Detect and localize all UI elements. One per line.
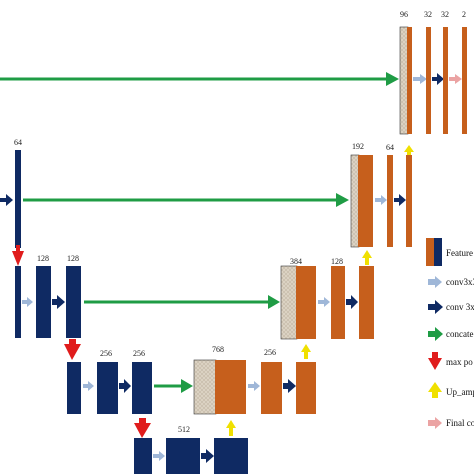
decoder-block-level3 <box>359 266 374 339</box>
channel-label: 32 <box>441 10 449 19</box>
conv1x1-arrow <box>0 194 13 206</box>
legend-upsample-label: Up_amp <box>446 387 474 397</box>
skip-connection-level3 <box>84 295 280 309</box>
conv1x1-arrow <box>432 73 444 85</box>
legend-feature-swatch <box>426 238 435 266</box>
channel-label: 96 <box>400 10 408 19</box>
legend: Feature conv3x3 conv 3x concate max po U… <box>426 238 474 429</box>
upsample-arrow <box>301 344 311 359</box>
output-block <box>462 27 467 134</box>
maxpool-arrow <box>134 418 151 438</box>
conv3x3-arrow <box>318 297 330 307</box>
encoder-block-level3 <box>66 266 81 338</box>
conv1x1-arrow <box>119 379 131 393</box>
conv1x1-arrow <box>394 194 406 206</box>
decoder-block-level4 <box>296 362 316 414</box>
encoder-block-level2 <box>15 150 21 248</box>
encoder-block-level3 <box>15 266 21 338</box>
legend-concat-icon <box>428 327 443 341</box>
concat-block-level3 <box>280 265 298 340</box>
encoder-block-level5 <box>134 438 152 474</box>
concat-block-level4 <box>193 359 217 415</box>
upsample-arrow <box>362 250 372 265</box>
legend-final-conv-icon <box>428 417 442 429</box>
channel-label: 2 <box>462 10 466 19</box>
decoder-block-level1 <box>443 27 448 134</box>
legend-feature-swatch <box>434 238 442 266</box>
skip-connection-level4 <box>154 379 193 393</box>
legend-concat-label: concate <box>446 329 473 339</box>
channel-label: 384 <box>290 257 302 266</box>
conv3x3-arrow <box>83 381 94 391</box>
decoder-block-level2 <box>387 155 393 247</box>
channel-label: 128 <box>331 257 343 266</box>
decoder-block-level2 <box>406 155 412 247</box>
conv1x1-arrow <box>52 295 65 309</box>
decoder-block-level3 <box>296 266 316 339</box>
channel-label: 32 <box>424 10 432 19</box>
encoder-block-level4 <box>132 362 152 414</box>
conv3x3-arrow <box>413 74 427 84</box>
channel-label: 64 <box>386 143 394 152</box>
decoder-block-level1 <box>407 27 412 134</box>
encoder-block-level5 <box>214 438 248 474</box>
channel-label: 512 <box>178 425 190 434</box>
legend-feature-label: Feature <box>446 248 473 258</box>
decoder-block-level4 <box>261 362 282 414</box>
concat-block-level2 <box>350 154 360 248</box>
channel-label: 256 <box>264 348 276 357</box>
decoder-block-level4 <box>215 360 246 414</box>
legend-maxpool-label: max po <box>446 357 473 367</box>
conv3x3-arrow <box>248 381 260 391</box>
conv1x1-arrow <box>346 295 358 309</box>
encoder-block-level4 <box>97 362 118 414</box>
skip-connection-level2 <box>23 193 349 207</box>
conv3x3-arrow <box>153 451 165 461</box>
legend-upsample-icon <box>428 382 442 398</box>
channel-label: 256 <box>133 349 145 358</box>
maxpool-arrow <box>12 245 24 266</box>
upsample-arrow <box>404 145 414 158</box>
final-conv-arrow <box>449 74 462 84</box>
conv1x1-arrow <box>283 379 296 393</box>
channel-label: 128 <box>67 254 79 263</box>
conv1x1-arrow <box>201 449 214 463</box>
maxpool-arrow <box>64 339 81 360</box>
concat-block-level1 <box>399 26 409 135</box>
channel-label: 256 <box>100 349 112 358</box>
upsample-arrow <box>226 420 236 436</box>
encoder-block-level4 <box>67 362 81 414</box>
decoder-block-level1 <box>426 27 431 134</box>
decoder-block-level2 <box>358 155 373 247</box>
legend-conv3x3-icon <box>428 276 442 288</box>
channel-label: 192 <box>352 142 364 151</box>
encoder-block-level5 <box>166 438 200 474</box>
conv3x3-arrow <box>375 195 387 205</box>
channel-label: 128 <box>37 254 49 263</box>
decoder-block-level3 <box>331 266 345 339</box>
skip-connection-level1 <box>0 72 399 86</box>
legend-conv1x1-label: conv 3x <box>446 302 474 312</box>
legend-maxpool-icon <box>428 352 442 370</box>
legend-conv3x3-label: conv3x3 <box>446 277 474 287</box>
channel-label: 64 <box>14 138 22 147</box>
legend-conv1x1-icon <box>428 300 443 314</box>
conv3x3-arrow <box>22 297 33 307</box>
encoder-block-level3 <box>36 266 51 338</box>
legend-final-conv-label: Final co <box>446 418 474 428</box>
channel-label: 768 <box>212 345 224 354</box>
